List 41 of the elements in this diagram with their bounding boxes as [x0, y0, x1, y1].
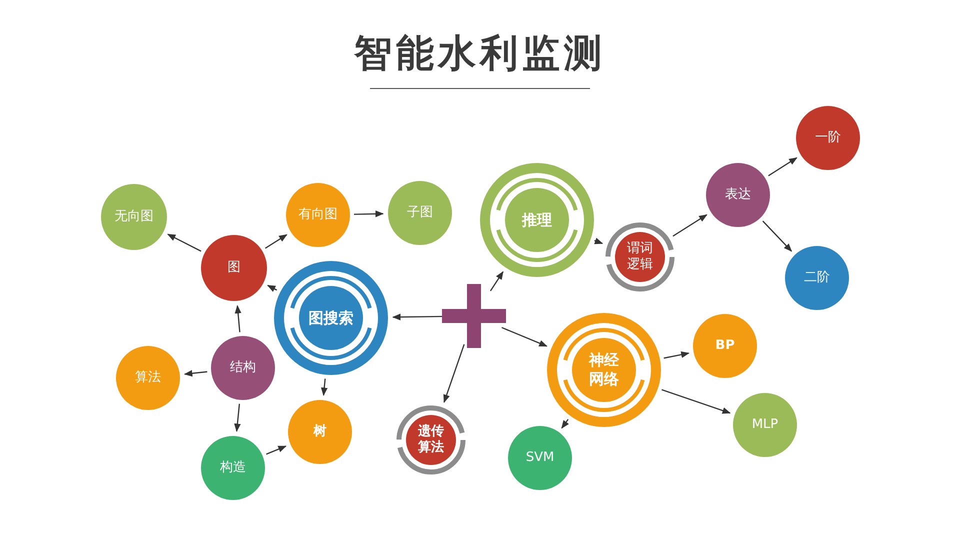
ring-node: 推理	[480, 163, 594, 277]
arrow	[672, 214, 708, 237]
ring-node: 遗传算法	[396, 405, 466, 475]
arrow	[768, 157, 798, 176]
arrow	[443, 344, 465, 403]
arrow	[234, 404, 241, 432]
circle-node: 结构	[211, 336, 275, 400]
ring-node: 图搜索	[274, 261, 388, 375]
arrow	[320, 378, 328, 396]
arrow	[167, 234, 202, 252]
plus-sign	[442, 284, 506, 348]
arrow	[762, 220, 792, 252]
circle-node: BP	[693, 314, 757, 378]
circle-node: 二阶	[785, 246, 849, 310]
circle-node: 构造	[201, 436, 265, 500]
arrow	[266, 446, 287, 455]
arrow	[501, 326, 548, 347]
circle-node: 有向图	[286, 183, 350, 247]
title: 智能水利监测	[352, 30, 607, 77]
arrow	[264, 234, 288, 249]
arrow	[594, 238, 604, 244]
arrow	[234, 305, 242, 332]
circle-node: 子图	[388, 181, 452, 245]
circle-node: 树	[288, 400, 352, 464]
circle-node: 一阶	[796, 106, 860, 170]
arrow	[490, 271, 504, 292]
circle-node: 图	[201, 235, 267, 301]
arrow	[354, 210, 384, 218]
circle-node: MLP	[733, 393, 797, 457]
arrow	[561, 418, 569, 429]
arrow	[267, 284, 278, 292]
circle-node: 表达	[706, 163, 770, 227]
arrow	[664, 351, 690, 359]
arrow	[662, 389, 731, 414]
arrow	[392, 314, 444, 320]
circle-node: SVM	[508, 426, 572, 490]
circle-node: 算法	[116, 346, 180, 410]
arrow	[184, 370, 208, 377]
circle-node: 无向图	[101, 184, 167, 250]
ring-node: 谓词逻辑	[605, 222, 675, 292]
ring-node: 神经网络	[547, 313, 661, 427]
